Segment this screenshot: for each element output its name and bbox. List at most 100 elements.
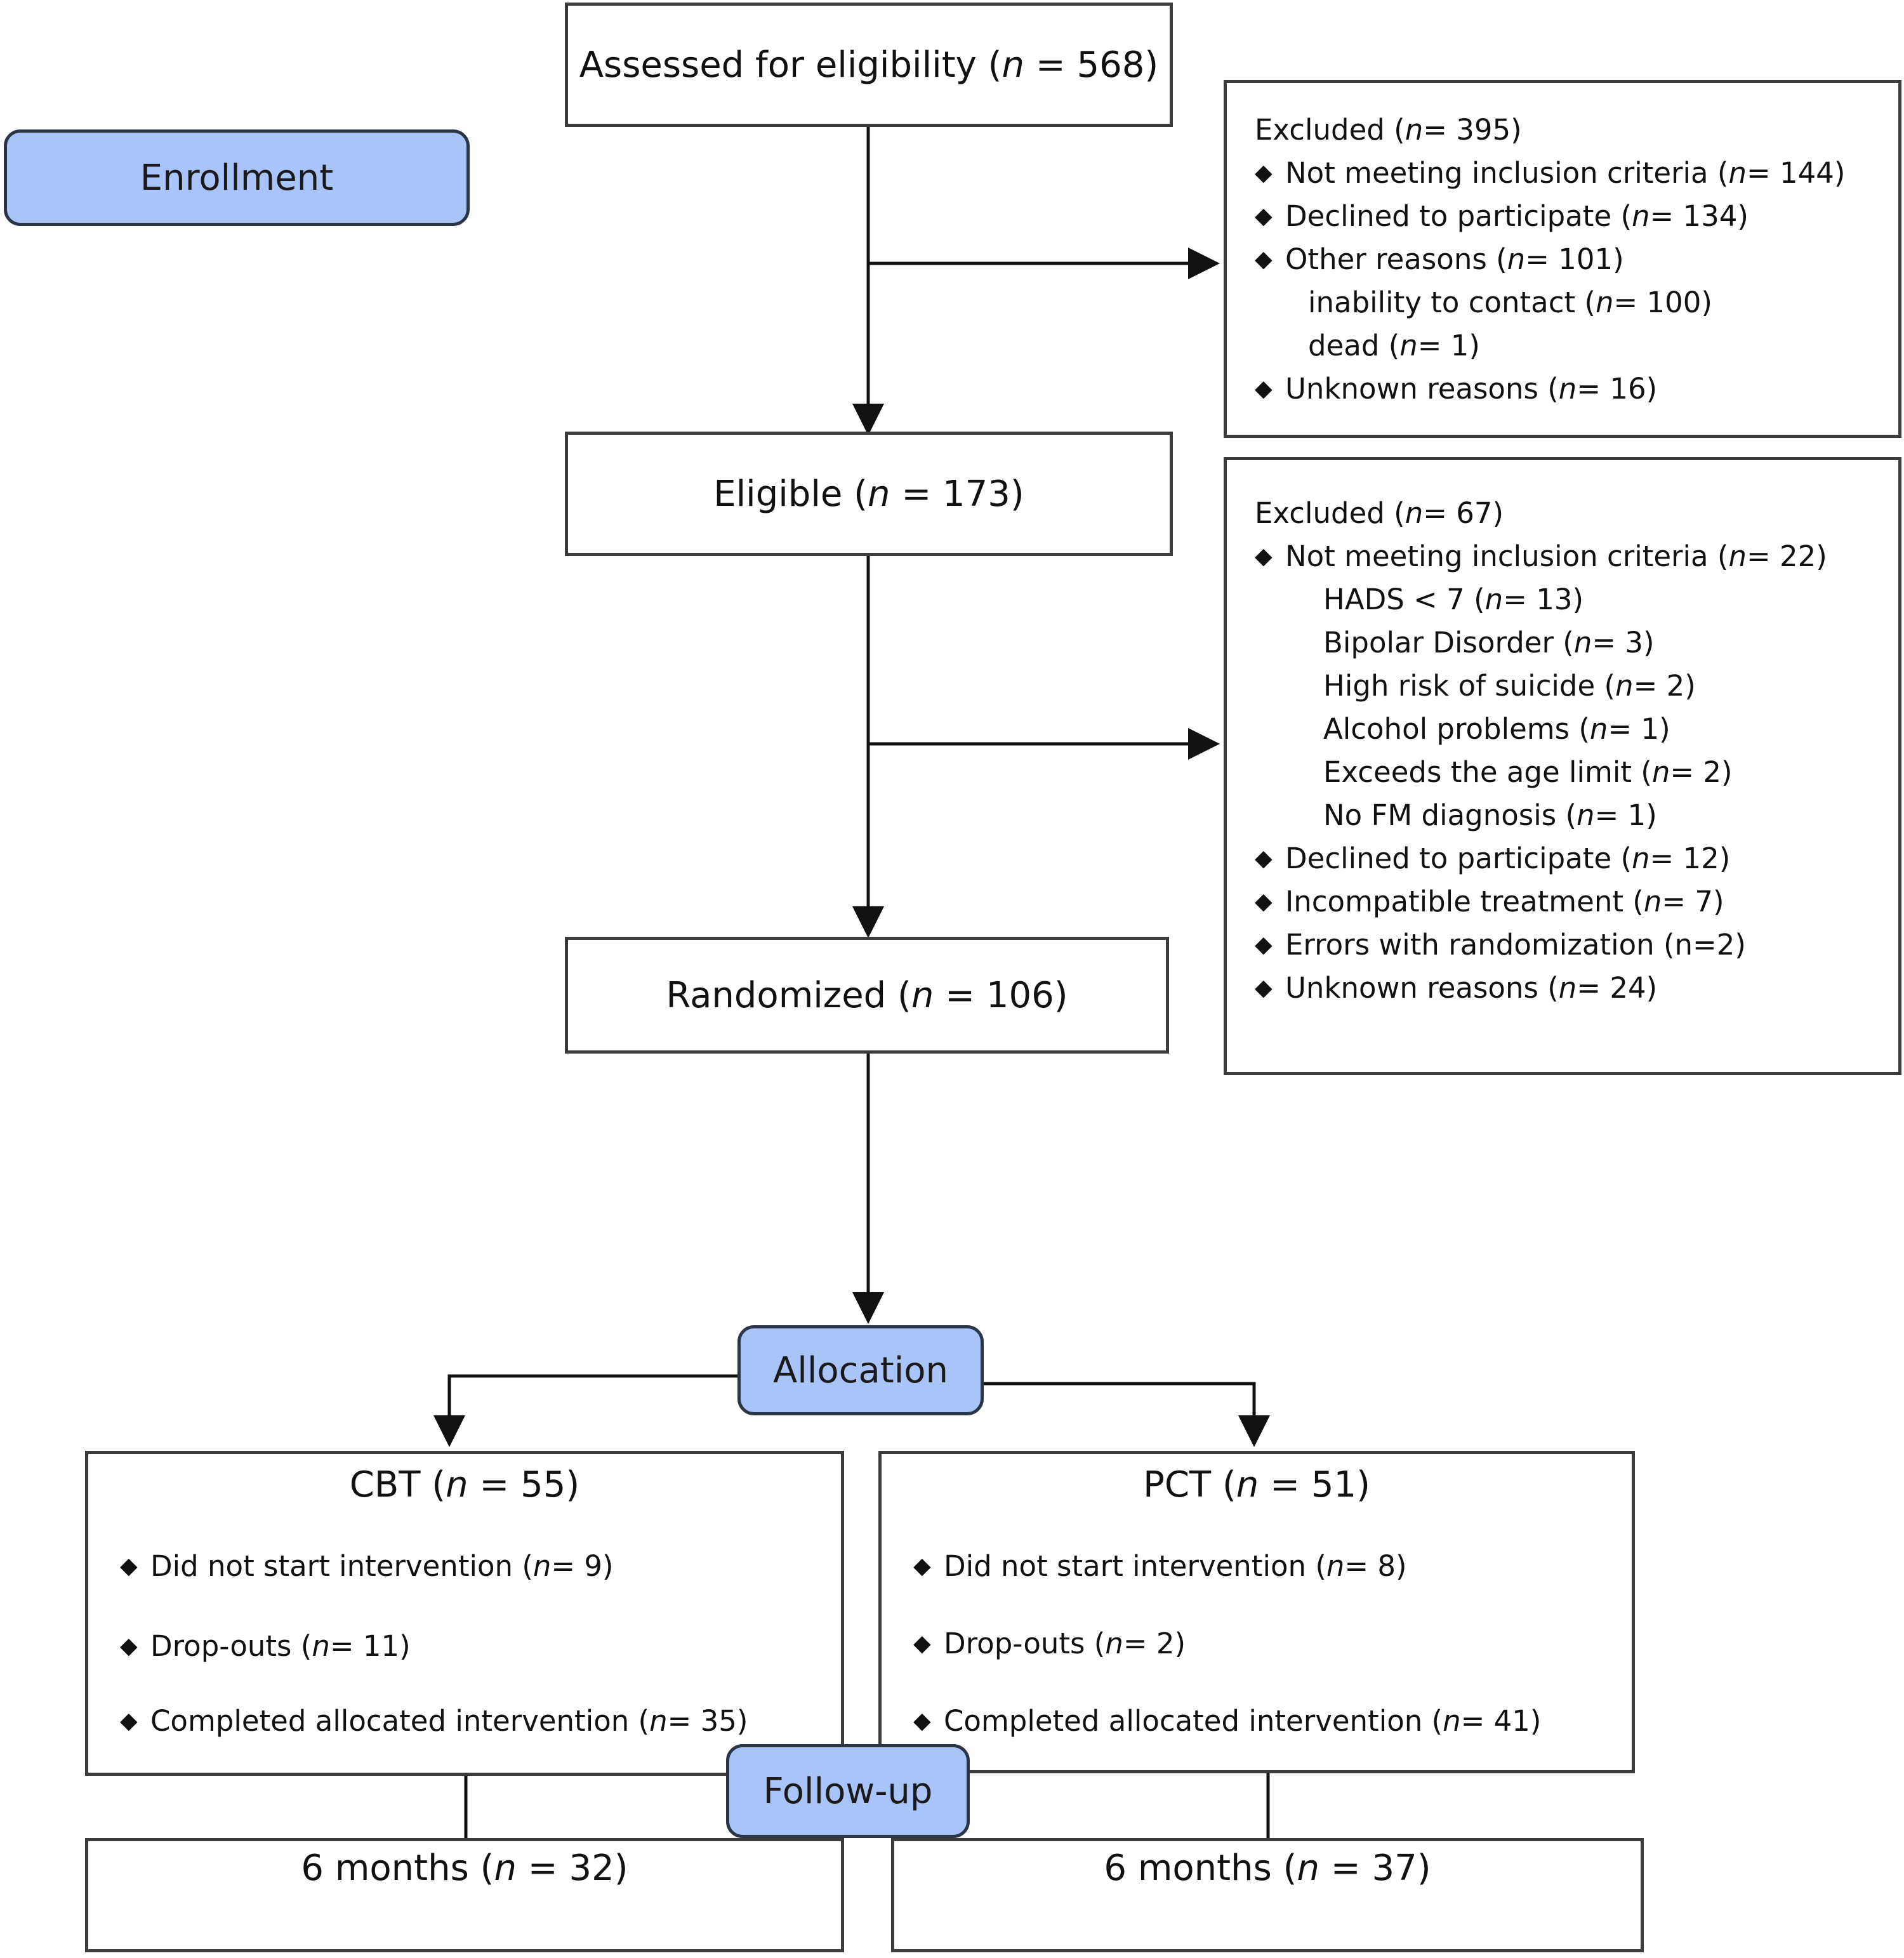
assessed-box: Assessed for eligibility (n = 568) bbox=[565, 3, 1173, 127]
excluded-text: HADS < 7 ( bbox=[1323, 583, 1485, 616]
excluded-count: = 13) bbox=[1503, 583, 1584, 616]
excluded-count: = 134) bbox=[1649, 199, 1749, 233]
eligible-label: Eligible (n = 173) bbox=[713, 473, 1024, 515]
excluded-line: ◆ Other reasons ( n = 101) bbox=[1255, 238, 1846, 281]
bullet-icon: ◆ bbox=[1255, 845, 1273, 871]
n-symbol: n bbox=[649, 1704, 668, 1738]
excluded-list-1: Excluded (n = 395) ◆ Not meeting inclusion… bbox=[1255, 109, 1846, 411]
excluded-line: Excluded (n = 67) bbox=[1255, 492, 1827, 535]
excluded-text: Alcohol problems ( bbox=[1323, 712, 1590, 746]
excluded-line: Bipolar Disorder (n = 3) bbox=[1255, 621, 1827, 665]
excluded-count: = 2) bbox=[1633, 669, 1696, 703]
n-symbol: n bbox=[1405, 113, 1424, 147]
item-count: = 2) bbox=[1123, 1627, 1186, 1660]
stage-allocation: Allocation bbox=[737, 1325, 984, 1415]
bullet-icon: ◆ bbox=[1255, 246, 1273, 272]
n-symbol: n bbox=[1632, 199, 1650, 233]
bullet-icon: ◆ bbox=[120, 1708, 138, 1734]
item-text: Drop-outs ( bbox=[150, 1629, 312, 1663]
cbt-item-not-started: ◆Did not start intervention (n = 9) bbox=[120, 1549, 614, 1583]
bullet-icon: ◆ bbox=[1255, 160, 1273, 186]
excluded-line: ◆Not meeting inclusion criteria (n = 144… bbox=[1255, 152, 1846, 195]
item-text: Did not start intervention ( bbox=[150, 1549, 533, 1583]
excluded-line: ◆Not meeting inclusion criteria (n = 22) bbox=[1255, 535, 1827, 578]
excluded-count: = 7) bbox=[1662, 885, 1724, 918]
excluded-text: Unknown reasons ( bbox=[1285, 971, 1559, 1005]
six-months-pct-box: 6 months (n = 37) bbox=[891, 1838, 1644, 1952]
excluded-count: = 67) bbox=[1423, 496, 1504, 530]
bullet-icon: ◆ bbox=[1255, 889, 1273, 915]
excluded-text: Exceeds the age limit ( bbox=[1323, 755, 1652, 789]
n-symbol: n bbox=[1443, 1704, 1461, 1738]
item-count: = 11) bbox=[329, 1629, 411, 1663]
cbt-box: CBT (n = 55) ◆Did not start intervention… bbox=[85, 1451, 844, 1776]
excluded-list-2: Excluded (n = 67)◆Not meeting inclusion … bbox=[1255, 492, 1827, 1010]
randomized-label: Randomized (n = 106) bbox=[666, 974, 1068, 1016]
n-symbol: n bbox=[1105, 1627, 1123, 1660]
pct-item-not-started: ◆Did not start intervention (n = 8) bbox=[913, 1549, 1407, 1583]
excluded-count: = 3) bbox=[1592, 626, 1655, 659]
excluded-text: Other reasons ( bbox=[1285, 242, 1507, 276]
stage-enrollment: Enrollment bbox=[4, 129, 470, 226]
excluded-text: dead ( bbox=[1308, 329, 1400, 362]
n-symbol: n bbox=[1507, 242, 1526, 276]
excluded-line: Alcohol problems (n = 1) bbox=[1255, 708, 1827, 751]
item-count: = 9) bbox=[551, 1549, 614, 1583]
n-symbol: n bbox=[1728, 539, 1747, 573]
bullet-icon: ◆ bbox=[913, 1631, 931, 1657]
excluded-line: ◆Errors with randomization (n=2) bbox=[1255, 923, 1827, 967]
excluded-line: No FM diagnosis (n = 1) bbox=[1255, 794, 1827, 837]
item-count: = 35) bbox=[667, 1704, 748, 1738]
excluded-count: = 100) bbox=[1613, 286, 1712, 319]
n-symbol: n bbox=[1558, 372, 1577, 406]
assessed-label: Assessed for eligibility (n = 568) bbox=[579, 44, 1159, 86]
six-months-cbt-box: 6 months (n = 32) bbox=[85, 1838, 844, 1952]
cbt-title: CBT (n = 55) bbox=[349, 1464, 580, 1505]
excluded-line: High risk of suicide (n = 2) bbox=[1255, 665, 1827, 708]
excluded-line: ◆Unknown reasons (n = 16) bbox=[1255, 367, 1846, 411]
excluded-text: Bipolar Disorder ( bbox=[1323, 626, 1574, 659]
eligible-box: Eligible (n = 173) bbox=[565, 432, 1173, 556]
randomized-box: Randomized (n = 106) bbox=[565, 937, 1169, 1054]
item-text: Completed allocated intervention ( bbox=[944, 1704, 1443, 1738]
bullet-icon: ◆ bbox=[1255, 543, 1273, 569]
excluded-text: Incompatible treatment ( bbox=[1285, 885, 1644, 918]
excluded-text: Not meeting inclusion criteria ( bbox=[1285, 156, 1729, 190]
n-symbol: n bbox=[1651, 755, 1670, 789]
n-symbol: n bbox=[1405, 496, 1424, 530]
item-text: Drop-outs ( bbox=[944, 1627, 1106, 1660]
bullet-icon: ◆ bbox=[1255, 975, 1273, 1001]
n-symbol: n bbox=[1643, 885, 1662, 918]
excluded-line: inability to contact (n= 100) bbox=[1255, 281, 1846, 324]
excluded-line: ◆Unknown reasons (n = 24) bbox=[1255, 967, 1827, 1010]
six-months-pct-label: 6 months (n = 37) bbox=[1104, 1848, 1431, 1889]
n-symbol: n bbox=[312, 1629, 330, 1663]
n-symbol: n bbox=[532, 1549, 552, 1583]
pct-title: PCT (n = 51) bbox=[1143, 1464, 1370, 1505]
stage-follow-up: Follow-up bbox=[726, 1744, 970, 1838]
n-symbol: n bbox=[1326, 1549, 1345, 1583]
excluded-line: ◆Declined to participate (n = 12) bbox=[1255, 837, 1827, 880]
cbt-item-completed: ◆ Completed allocated intervention (n = 3… bbox=[120, 1704, 748, 1738]
excluded-count: = 101) bbox=[1525, 242, 1624, 276]
item-text: Completed allocated intervention ( bbox=[150, 1704, 650, 1738]
n-symbol: n bbox=[1728, 156, 1747, 190]
excluded-text: High risk of suicide ( bbox=[1323, 669, 1616, 703]
excluded-line: Exceeds the age limit (n = 2) bbox=[1255, 751, 1827, 794]
excluded-text: Declined to participate ( bbox=[1285, 199, 1632, 233]
excluded-text: Declined to participate ( bbox=[1285, 842, 1632, 875]
n-symbol: n bbox=[1558, 971, 1577, 1005]
pct-item-dropouts: ◆ Drop-outs (n = 2) bbox=[913, 1627, 1186, 1660]
bullet-icon: ◆ bbox=[1255, 376, 1273, 402]
excluded-count: = 395) bbox=[1423, 113, 1522, 147]
excluded-line: HADS < 7 (n = 13) bbox=[1255, 578, 1827, 621]
n-symbol: n bbox=[1632, 842, 1650, 875]
excluded-line: ◆Declined to participate (n = 134) bbox=[1255, 195, 1846, 238]
n-symbol: n bbox=[1589, 712, 1608, 746]
n-symbol: n bbox=[1577, 798, 1595, 832]
excluded-line: Excluded (n = 395) bbox=[1255, 109, 1846, 152]
excluded-line: ◆ Incompatible treatment (n = 7) bbox=[1255, 880, 1827, 923]
excluded-text: inability to contact ( bbox=[1308, 286, 1596, 319]
six-months-cbt-label: 6 months (n = 32) bbox=[301, 1848, 628, 1889]
